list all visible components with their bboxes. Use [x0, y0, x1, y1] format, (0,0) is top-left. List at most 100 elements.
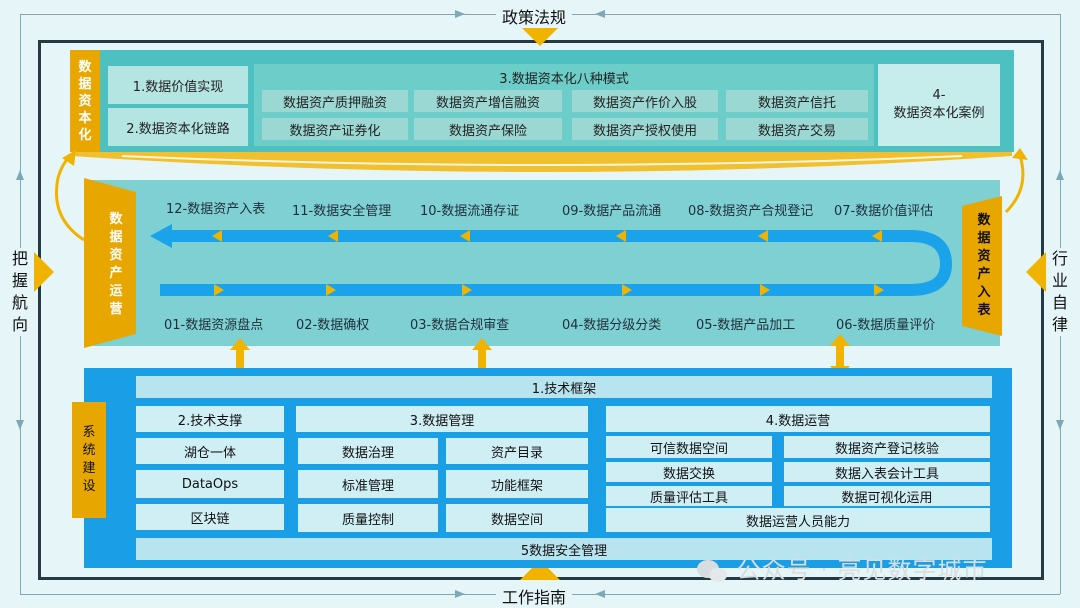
sys-side-char: 统	[82, 443, 96, 458]
ops-right-char: 资	[977, 249, 991, 264]
mode-licensed-use: 数据资产授权使用	[572, 118, 718, 140]
mode-equity-investment: 数据资产作价入股	[572, 90, 718, 112]
ops-right-char: 表	[977, 303, 991, 318]
step-02: 02-数据确权	[296, 318, 370, 333]
watermark: 公众号 · 亮见数字城市	[696, 550, 988, 585]
ops-right-char: 入	[977, 285, 991, 300]
ops-registration-verification: 数据资产登记核验	[784, 436, 990, 458]
security-management-bar: 5数据安全管理	[136, 538, 992, 560]
ops-staff-capability: 数据运营人员能力	[606, 508, 990, 532]
ops-right-char: 据	[977, 231, 991, 246]
arrow-right-down-icon	[1056, 420, 1064, 430]
edge-right-char: 自	[1048, 292, 1072, 314]
mgmt-function-framework: 功能框架	[446, 470, 588, 498]
top-pointer-icon	[520, 26, 560, 46]
step-04: 04-数据分级分类	[562, 318, 662, 333]
right-pointer-icon	[1026, 252, 1046, 292]
left-pointer-icon	[34, 252, 54, 292]
right-curved-arrow-icon	[1004, 148, 1028, 214]
step-01: 01-数据资源盘点	[164, 318, 264, 333]
cap-side-char: 本	[78, 110, 92, 126]
arrow-bottom-right-icon	[595, 590, 605, 598]
ops-left-char: 资	[109, 248, 123, 263]
ops-visualization: 数据可视化运用	[784, 486, 990, 506]
data-operations-header: 4.数据运营	[606, 406, 990, 432]
edge-left-char: 航	[8, 292, 32, 314]
ops-right-flag	[962, 196, 1002, 336]
ops-right-char: 产	[977, 267, 991, 282]
tech-item-blockchain: 区块链	[136, 504, 284, 530]
ops-right-char: 数	[977, 213, 991, 228]
wechat-icon	[697, 560, 727, 582]
cap-side-char: 资	[78, 93, 92, 109]
left-curved-arrow-icon	[55, 150, 85, 242]
arrow-bottom-left-icon	[455, 590, 465, 598]
cases-line1: 4-	[932, 88, 946, 103]
operations-panel	[84, 180, 1000, 346]
mgmt-quality-control: 质量控制	[298, 504, 438, 532]
ops-left-flag	[84, 178, 136, 348]
arrow-left-up-icon	[16, 170, 24, 180]
mode-trading: 数据资产交易	[726, 118, 868, 140]
cap-side-char: 据	[78, 76, 92, 92]
mgmt-governance: 数据治理	[298, 438, 438, 464]
mgmt-asset-catalog: 资产目录	[446, 438, 588, 464]
step-10: 10-数据流通存证	[420, 204, 520, 219]
edge-right-char: 行	[1048, 248, 1072, 270]
step-12: 12-数据资产入表	[166, 202, 266, 217]
tech-item-lakehouse: 湖仓一体	[136, 438, 284, 464]
bottom-pointer-icon	[520, 560, 560, 580]
edge-left-char: 把	[8, 248, 32, 270]
mode-securitization: 数据资产证券化	[262, 118, 408, 140]
ops-right-label: 数 据 资 产 入 表	[966, 204, 1002, 328]
edge-left-char: 向	[8, 314, 32, 336]
step-11: 11-数据安全管理	[292, 204, 392, 219]
mgmt-standards: 标准管理	[298, 470, 438, 498]
cases-line2: 数据资本化案例	[893, 106, 985, 121]
step-03: 03-数据合规审查	[410, 318, 510, 333]
step-05: 05-数据产品加工	[696, 318, 796, 333]
edge-label-bottom: 工作指南	[496, 584, 573, 608]
loop-head-icon	[150, 224, 172, 248]
ops-left-label: 数 据 资 产 运 营	[96, 196, 136, 334]
ops-left-char: 产	[109, 266, 123, 281]
mode-insurance: 数据资产保险	[414, 118, 562, 140]
eight-modes-title: 3.数据资本化八种模式	[499, 71, 629, 87]
arrow-right-up-icon	[1056, 170, 1064, 180]
arrow-left-down-icon	[16, 420, 24, 430]
tech-item-dataops: DataOps	[136, 470, 284, 498]
ops-left-char: 营	[109, 302, 123, 317]
step-08: 08-数据资产合规登记	[688, 204, 814, 219]
value-realization-box: 1.数据价值实现	[108, 66, 248, 104]
system-side-label: 系 统 建 设	[72, 402, 106, 518]
edge-left-char: 握	[8, 270, 32, 292]
sys-side-char: 建	[82, 461, 96, 476]
tech-support-header: 2.技术支撑	[136, 406, 284, 432]
edge-label-right: 行 业 自 律	[1048, 248, 1072, 336]
step-07: 07-数据价值评估	[834, 204, 934, 219]
sys-side-char: 系	[82, 425, 96, 440]
ops-quality-assessment: 质量评估工具	[606, 486, 772, 506]
ops-left-char: 运	[109, 284, 123, 299]
arrow-top-right-icon	[595, 10, 605, 18]
edge-label-top: 政策法规	[496, 4, 573, 28]
arrow-top-left-icon	[455, 10, 465, 18]
edge-right-char: 业	[1048, 270, 1072, 292]
watermark-text: 公众号 · 亮见数字城市	[736, 556, 988, 584]
capitalization-side-label: 数 据 资 本 化	[70, 50, 100, 152]
cap-side-char: 化	[78, 127, 92, 143]
edge-label-left: 把 握 航 向	[8, 248, 32, 336]
tech-framework-bar: 1.技术框架	[136, 376, 992, 398]
cap-side-char: 数	[78, 59, 92, 75]
ops-trusted-space: 可信数据空间	[606, 436, 772, 458]
ops-data-exchange: 数据交换	[606, 462, 772, 482]
mode-credit-financing: 数据资产增信融资	[414, 90, 562, 112]
mgmt-data-space: 数据空间	[446, 504, 588, 532]
mode-pledge-financing: 数据资产质押融资	[262, 90, 408, 112]
capitalization-funnel	[72, 152, 1012, 172]
step-06: 06-数据质量评价	[836, 318, 936, 333]
ops-accounting-tool: 数据入表会计工具	[784, 462, 990, 482]
mode-trust: 数据资产信托	[726, 90, 868, 112]
capitalization-chain-box: 2.数据资本化链路	[108, 108, 248, 146]
